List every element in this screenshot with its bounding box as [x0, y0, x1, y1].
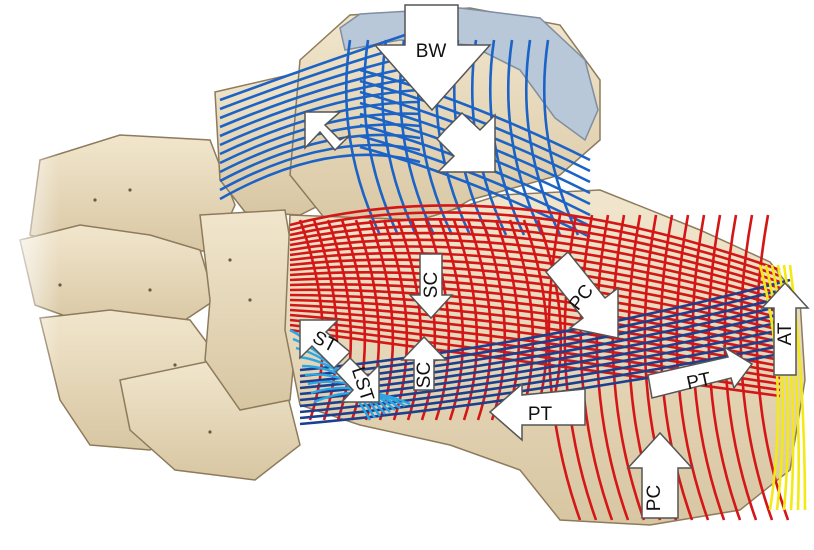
sc-upper-label: SC — [421, 272, 442, 298]
sc-lower-label: SC — [414, 362, 435, 388]
at-label: AT — [775, 322, 796, 345]
pc-lower-label: PC — [644, 485, 665, 511]
bw-label: BW — [416, 41, 447, 62]
left-fade — [0, 130, 60, 490]
pt-left-label: PT — [528, 404, 553, 425]
